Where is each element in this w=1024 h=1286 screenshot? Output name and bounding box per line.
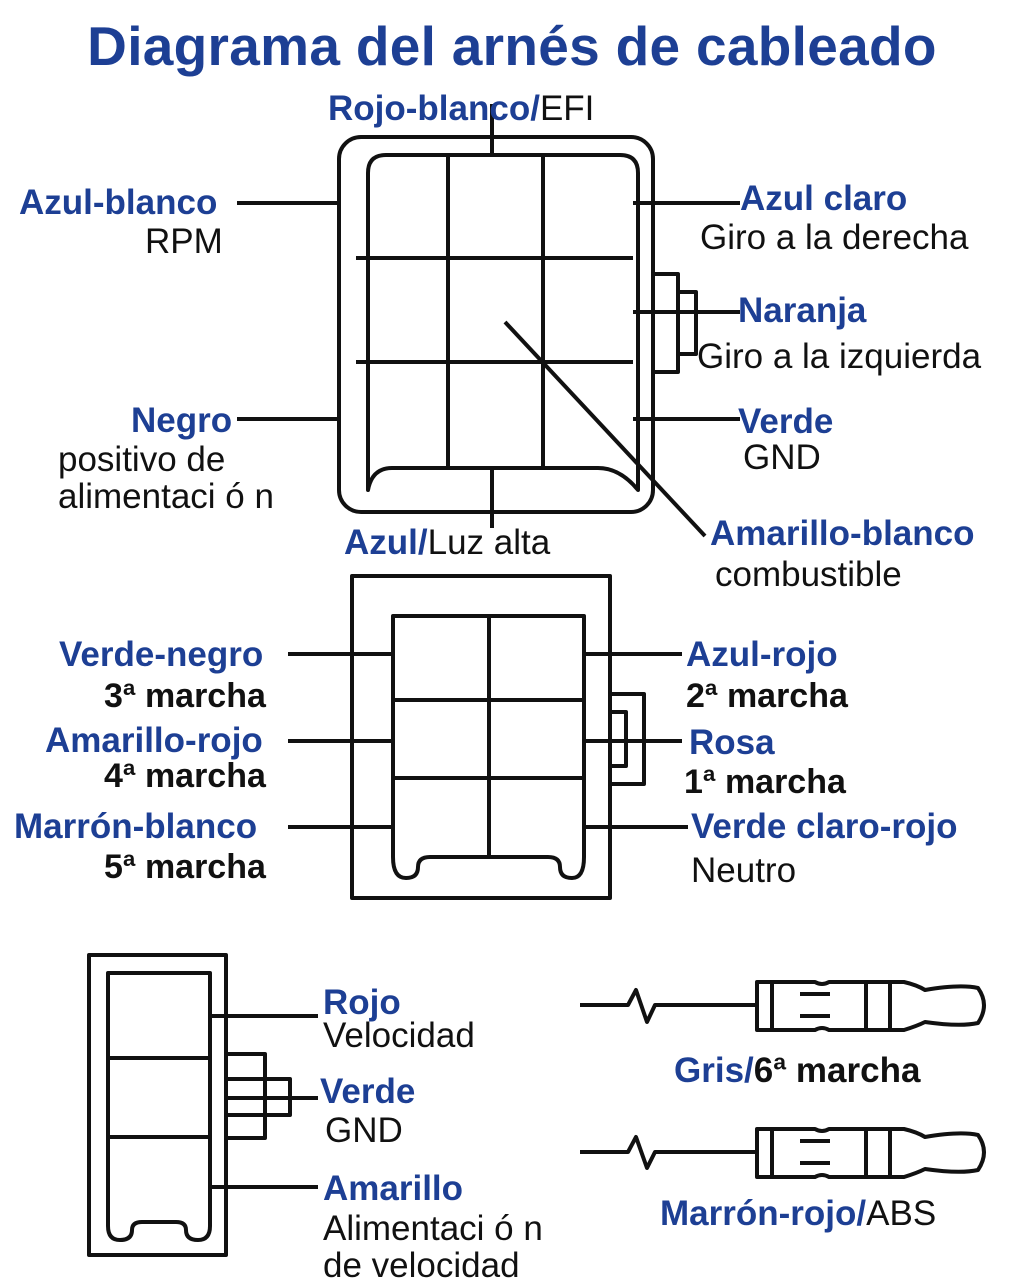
connector-9pin-tab-outer (651, 272, 680, 374)
wire-name-naranja: Naranja (738, 291, 867, 330)
separator: / (856, 1194, 867, 1233)
wire-function-positivo-1: positivo de (58, 440, 226, 479)
connector-9pin-housing (337, 135, 655, 514)
wire-name-verde-negro: Verde-negro (59, 635, 264, 674)
wire-name: Rojo-blanco (328, 89, 531, 128)
wire-function-giro-derecha: Giro a la derecha (700, 218, 969, 257)
terminal-ridges-2 (770, 1129, 892, 1177)
wire-name-rosa: Rosa (689, 723, 775, 762)
terminal-body-1 (755, 980, 986, 1032)
terminal-body-2 (755, 1127, 986, 1179)
connector-3pin-grid (108, 1056, 210, 1139)
wire-function-gnd-3pin: GND (325, 1111, 403, 1150)
connector-3pin-inner-frame (106, 971, 212, 1242)
wire-name-verde: Verde (738, 402, 834, 441)
wire-function-gnd: GND (743, 438, 821, 477)
wire-function-velocidad: Velocidad (323, 1016, 475, 1055)
label-gris-6a-marcha: Gris/6ª marcha (674, 1053, 920, 1088)
bullet-terminal-2 (580, 1127, 986, 1179)
wire-function: EFI (539, 89, 595, 128)
wire-function-rpm: RPM (145, 222, 223, 261)
wire-name: Marrón-rojo (660, 1194, 857, 1233)
wire-name-amarillo: Amarillo (323, 1169, 464, 1208)
wire-function-4a-marcha: 4ª marcha (104, 757, 266, 795)
wire-function: ABS (866, 1194, 937, 1233)
wire-function-alimentacion-1: Alimentaci ó n (323, 1209, 543, 1248)
wire-name-amarillo-blanco: Amarillo-blanco (710, 514, 975, 553)
wire-name-marron-blanco: Marrón-blanco (14, 807, 258, 846)
label-marron-rojo-abs: Marrón-rojo/ABS (660, 1196, 936, 1231)
wire-break-1 (580, 988, 757, 1024)
separator: / (417, 523, 428, 562)
wire-name-amarillo-rojo: Amarillo-rojo (45, 721, 263, 760)
bullet-terminal-1 (580, 980, 986, 1032)
leader-amarillo-blanco (503, 320, 707, 538)
label-azul-luz-alta: Azul/Luz alta (344, 525, 550, 560)
connector-9pin-tab-inner (676, 290, 698, 356)
wire-function-2a-marcha: 2ª marcha (686, 677, 848, 715)
connector-6pin-grid (393, 616, 584, 857)
connector-9pin-inner-frame (366, 153, 640, 492)
wire-function-giro-izquierda: Giro a la izquierda (697, 337, 982, 376)
connector-6pin-inner-frame (391, 614, 586, 880)
wire-function-3a-marcha: 3ª marcha (104, 677, 266, 715)
wire-function-neutro: Neutro (691, 851, 797, 890)
separator: / (744, 1051, 754, 1090)
terminal-ridges-1 (770, 982, 892, 1030)
wire-name-verde-3pin: Verde (320, 1072, 416, 1111)
connector-9pin (237, 104, 740, 538)
connector-3pin (87, 953, 318, 1257)
wire-name-rojo: Rojo (323, 983, 401, 1022)
wire-name-azul-claro: Azul claro (740, 179, 908, 218)
wire-function: Luz alta (427, 523, 551, 562)
wire-name: Gris (674, 1051, 745, 1090)
wire-function-combustible: combustible (715, 555, 902, 594)
wire-function-1a-marcha: 1ª marcha (684, 763, 846, 801)
wire-function-alimentacion-2: de velocidad (323, 1246, 520, 1285)
wire-name-azul-blanco: Azul-blanco (19, 183, 218, 222)
separator: / (530, 89, 540, 128)
wire-name-verde-claro-rojo: Verde claro-rojo (691, 807, 958, 846)
wire-name-negro: Negro (131, 401, 233, 440)
connector-9pin-grid (356, 157, 633, 468)
wire-function: 6ª marcha (753, 1051, 921, 1090)
wire-name-azul-rojo: Azul-rojo (686, 635, 838, 674)
connector-6pin-housing (350, 574, 612, 900)
wire-name: Azul (344, 523, 418, 562)
label-rojo-blanco-efi: Rojo-blanco/EFI (328, 91, 594, 126)
diagram-title: Diagrama del arnés de cableado (87, 15, 937, 77)
wire-function-5a-marcha: 5ª marcha (104, 848, 266, 886)
wire-function-positivo-2: alimentaci ó n (58, 477, 274, 516)
wire-break-2 (580, 1135, 757, 1170)
connector-6pin (288, 574, 688, 900)
